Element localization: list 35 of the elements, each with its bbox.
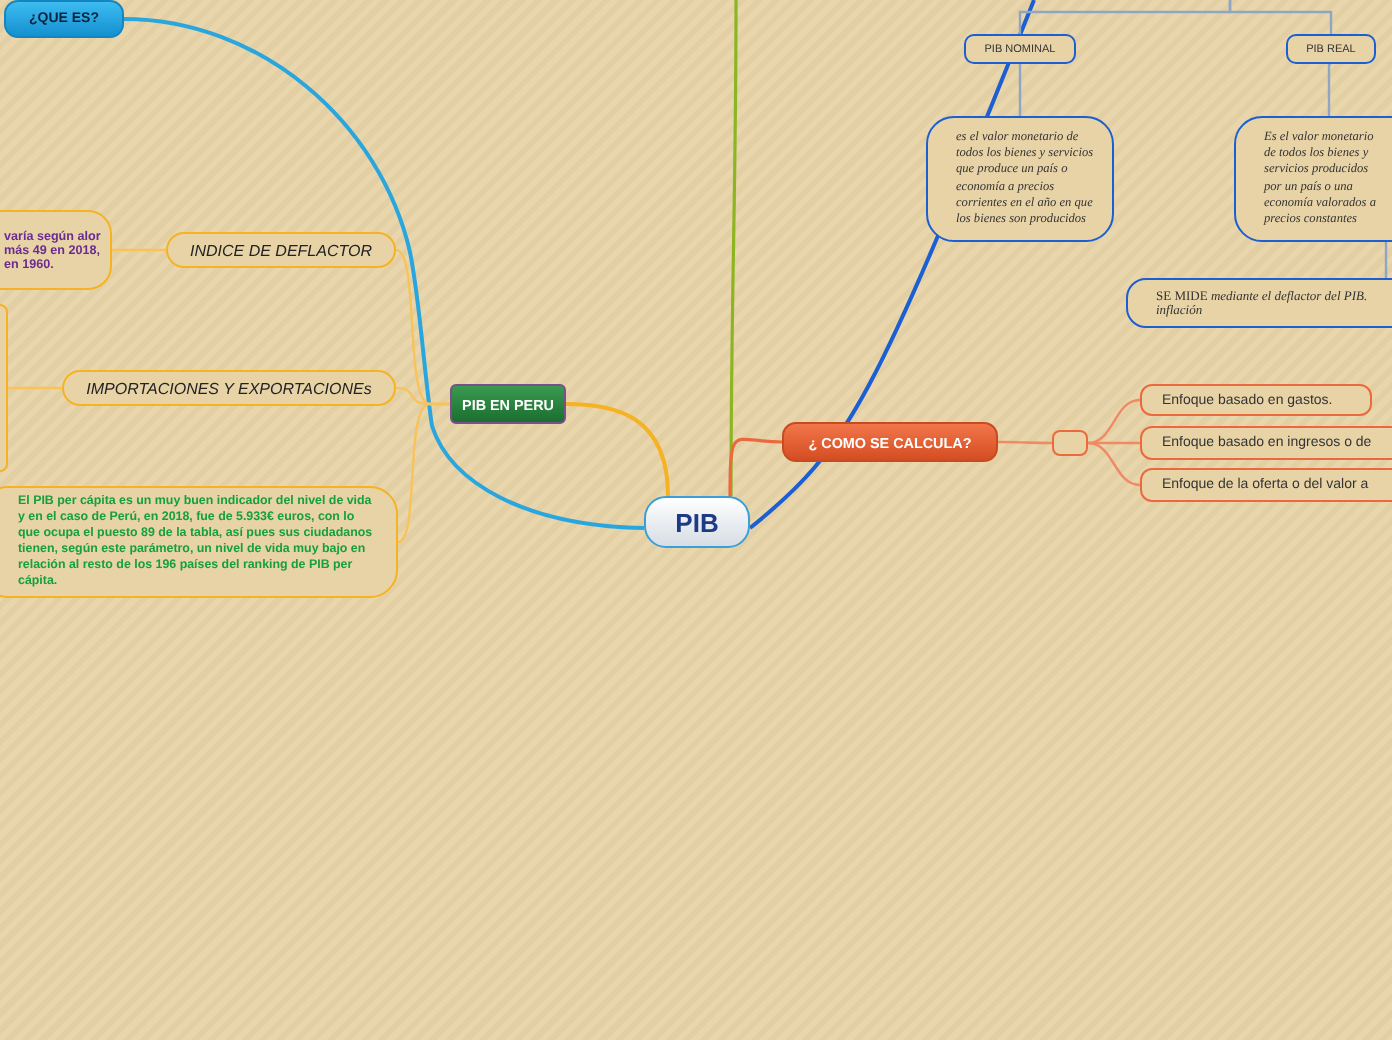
topic-button	[450, 384, 566, 424]
topic-label: INDICE DE DEFLACTOR	[190, 241, 372, 259]
connector-line	[1018, 62, 1022, 116]
empty-box	[1052, 430, 1088, 456]
topic-box	[1140, 468, 1392, 502]
connector-line	[123, 17, 645, 530]
connector-line	[8, 386, 62, 390]
note-box	[0, 486, 398, 598]
connector-line	[729, 0, 738, 496]
topic-button	[4, 0, 124, 38]
topic-button	[782, 422, 998, 462]
description-box	[1234, 116, 1392, 242]
connector-line	[1327, 62, 1333, 116]
topic-box	[1140, 384, 1372, 416]
connector-line	[565, 402, 670, 497]
connector-line	[1228, 0, 1333, 34]
note-box	[0, 210, 112, 290]
topic-box	[166, 232, 396, 268]
connector-line	[397, 402, 450, 544]
connector-line	[1087, 398, 1141, 445]
topic-label: IMPORTACIONES Y EXPORTACIONEs	[86, 379, 372, 397]
connector-line	[1384, 240, 1388, 278]
topic-box	[1140, 426, 1392, 460]
connector-line	[1088, 441, 1140, 445]
topic-label: PIB	[675, 507, 719, 537]
central-topic	[644, 496, 750, 548]
connector-line	[112, 248, 166, 252]
note-box	[1126, 278, 1392, 328]
topic-box	[964, 34, 1076, 64]
connector-line	[998, 440, 1052, 445]
topic-box	[62, 370, 396, 406]
description-box	[926, 116, 1114, 242]
topic-box	[1286, 34, 1376, 64]
connector-line	[1087, 441, 1141, 487]
connector-line	[728, 437, 783, 500]
